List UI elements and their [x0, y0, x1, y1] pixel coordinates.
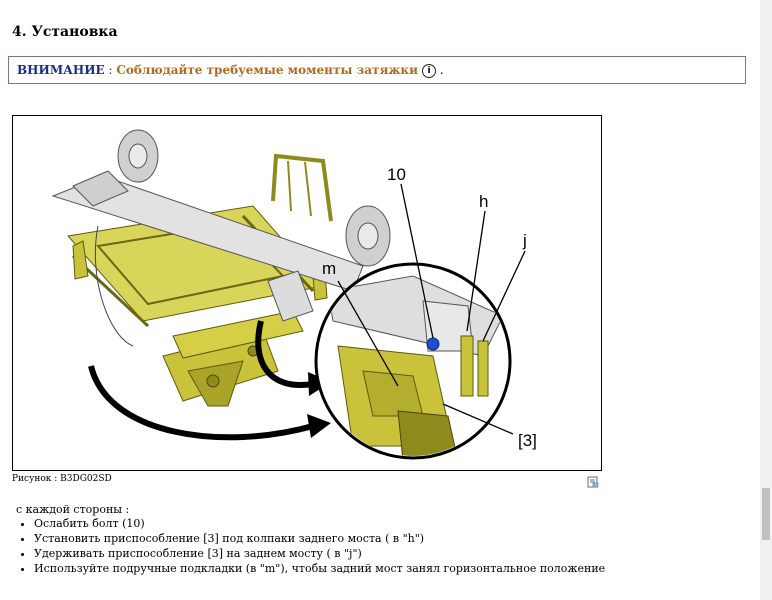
rear-axle: [51, 129, 391, 347]
list-item: Установить приспособление [3] под колпак…: [34, 531, 605, 546]
warning-trailing: .: [436, 63, 444, 77]
list-item: Удерживать приспособление [3] на заднем …: [34, 546, 605, 561]
tool-handle: [271, 153, 333, 222]
list-item: Ослабить болт (10): [34, 516, 605, 531]
axle-support-illustration: 10 h j m [3]: [51, 129, 537, 460]
section-title: 4. Установка: [12, 24, 118, 40]
vertical-scrollbar[interactable]: [760, 0, 772, 600]
warning-box: ВНИМАНИЕ : Соблюдайте требуемые моменты …: [8, 56, 746, 84]
detail-circle: [314, 262, 512, 460]
arrow-to-detail: [88, 320, 331, 441]
scrollbar-thumb[interactable]: [762, 488, 770, 540]
print-icon[interactable]: [587, 476, 599, 488]
instructions-intro: с каждой стороны :: [16, 503, 130, 516]
callout-h: h: [479, 192, 488, 211]
figure-caption: Рисунок : B3DG02SD: [12, 474, 112, 484]
callout-j: j: [522, 231, 527, 250]
callout-leaders: [337, 183, 526, 435]
instruction-list: Ослабить болт (10) Установить приспособл…: [16, 516, 605, 576]
info-icon[interactable]: i: [422, 64, 436, 78]
callout-tool-3: [3]: [518, 431, 537, 450]
callout-bolt-10: 10: [387, 165, 406, 184]
warning-label: ВНИМАНИЕ: [17, 63, 105, 77]
warning-separator: :: [104, 63, 117, 77]
warning-text: Соблюдайте требуемые моменты затяжки: [116, 63, 418, 77]
jack-base: [162, 310, 304, 407]
callout-m: m: [322, 259, 336, 278]
figure-illustration: 10 h j m [3]: [12, 115, 602, 471]
list-item: Используйте подручные подкладки (в "m"),…: [34, 561, 605, 576]
